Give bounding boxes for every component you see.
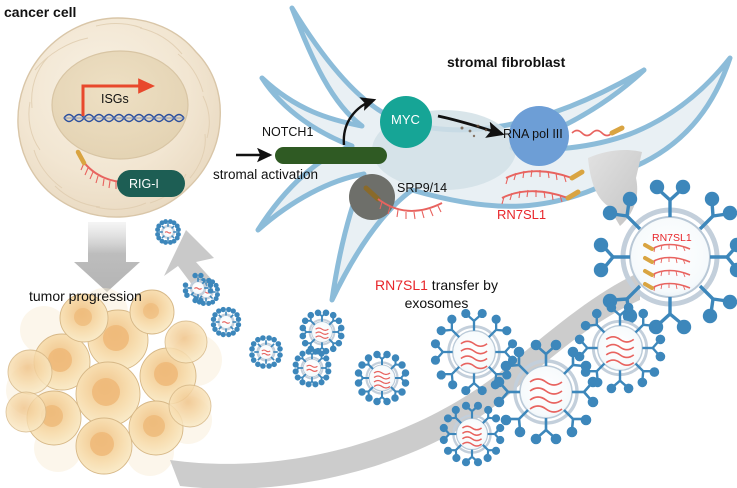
transfer-caption-line2: exosomes [404, 294, 469, 311]
nascent-rn7sl1 [571, 125, 625, 137]
cancer-cell-nucleus [51, 50, 189, 160]
exosome-trail [155, 219, 666, 467]
exosome-surface-proteins [593, 179, 737, 335]
rigi-protein [117, 170, 185, 197]
stromal-fibroblast-label: stromal fibroblast [447, 54, 566, 70]
exosome-transfer-curve [170, 272, 640, 488]
transfer-caption-red: RN7SL1 [375, 277, 428, 293]
myc-label: MYC [391, 112, 420, 127]
isgs-promoter-arrow [81, 78, 156, 116]
srp914-protein [349, 174, 395, 220]
cancer-cell-label: cancer cell [4, 4, 77, 20]
stromal-activation-label: stromal activation [213, 167, 319, 182]
notch1-label: NOTCH1 [262, 125, 314, 139]
myc-to-rnapol-arrow [437, 114, 505, 138]
transfer-caption-rest: transfer by [427, 277, 498, 293]
tumor-progression-label: tumor progression [29, 288, 142, 304]
myc-protein [380, 96, 432, 148]
rna-pol-iii-complex [509, 106, 569, 166]
srp914-complex [349, 174, 443, 220]
cancer-to-tumor-arrow [74, 222, 140, 292]
rn7sl1-transfer-caption: RN7SL1 transfer by exosomes [375, 277, 498, 312]
tumor-cluster-graphic [5, 288, 222, 476]
srp914-label: SRP9/14 [397, 181, 448, 195]
rn7sl1-exosome-label: RN7SL1 [652, 232, 692, 244]
rig-i-label: RIG-I [129, 177, 159, 191]
notch-to-myc-arrow [342, 97, 377, 146]
tumor-cells [5, 289, 212, 475]
rn7sl1-strands-cytoplasm [501, 169, 585, 205]
dna-helix [63, 113, 185, 123]
notch1-receptor [275, 147, 387, 164]
cancer-cell-graphic [17, 17, 221, 218]
exosome-large [593, 179, 737, 335]
cancer-cell-lobes [28, 23, 210, 210]
rna-pol-iii-label: RNA pol III [503, 127, 563, 141]
isgs-label: ISGs [101, 92, 129, 106]
exosome-cargo-rn7sl1 [643, 243, 691, 292]
transcription-dots [460, 124, 488, 138]
rn7sl1-cytoplasm-label: RN7SL1 [497, 207, 547, 222]
